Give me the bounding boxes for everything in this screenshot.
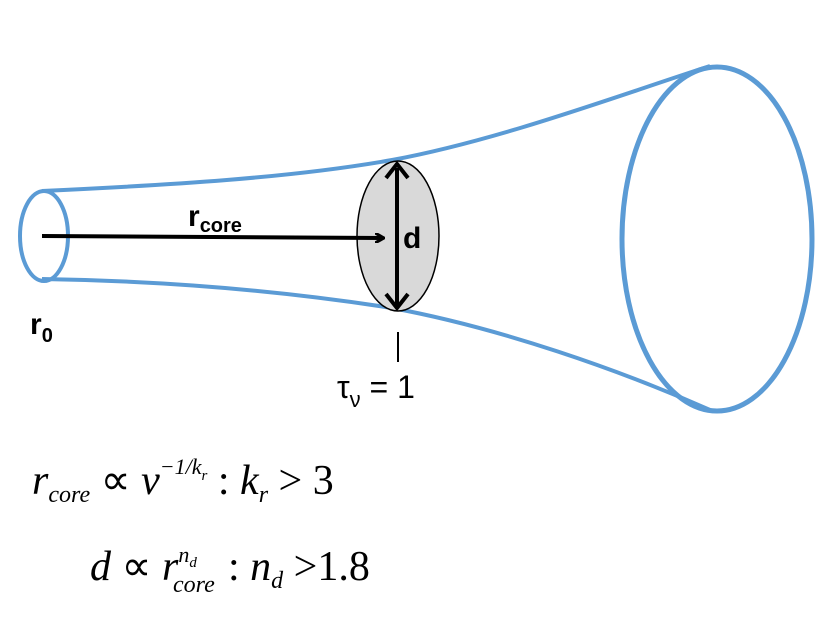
tau-label: τν = 1 — [337, 369, 415, 412]
equation-diameter-sub: core — [173, 572, 215, 598]
d-arrow-bottom-head — [384, 292, 410, 312]
jet-mouth-ellipse — [619, 64, 815, 414]
equation-diameter-rest: : nd >1.8 — [228, 544, 370, 594]
r-core-label: rcore — [188, 200, 242, 237]
equation-core-shift: rcore ∝ ν−1/kr : kr > 3 — [32, 454, 334, 508]
equation-diameter: d ∝ rnd — [90, 542, 197, 590]
jet-upper-edge — [41, 64, 711, 193]
d-arrow-top-head — [384, 160, 410, 180]
d-label: d — [403, 222, 421, 255]
r0-label: r0 — [30, 308, 53, 347]
r-core-arrow — [41, 236, 382, 238]
